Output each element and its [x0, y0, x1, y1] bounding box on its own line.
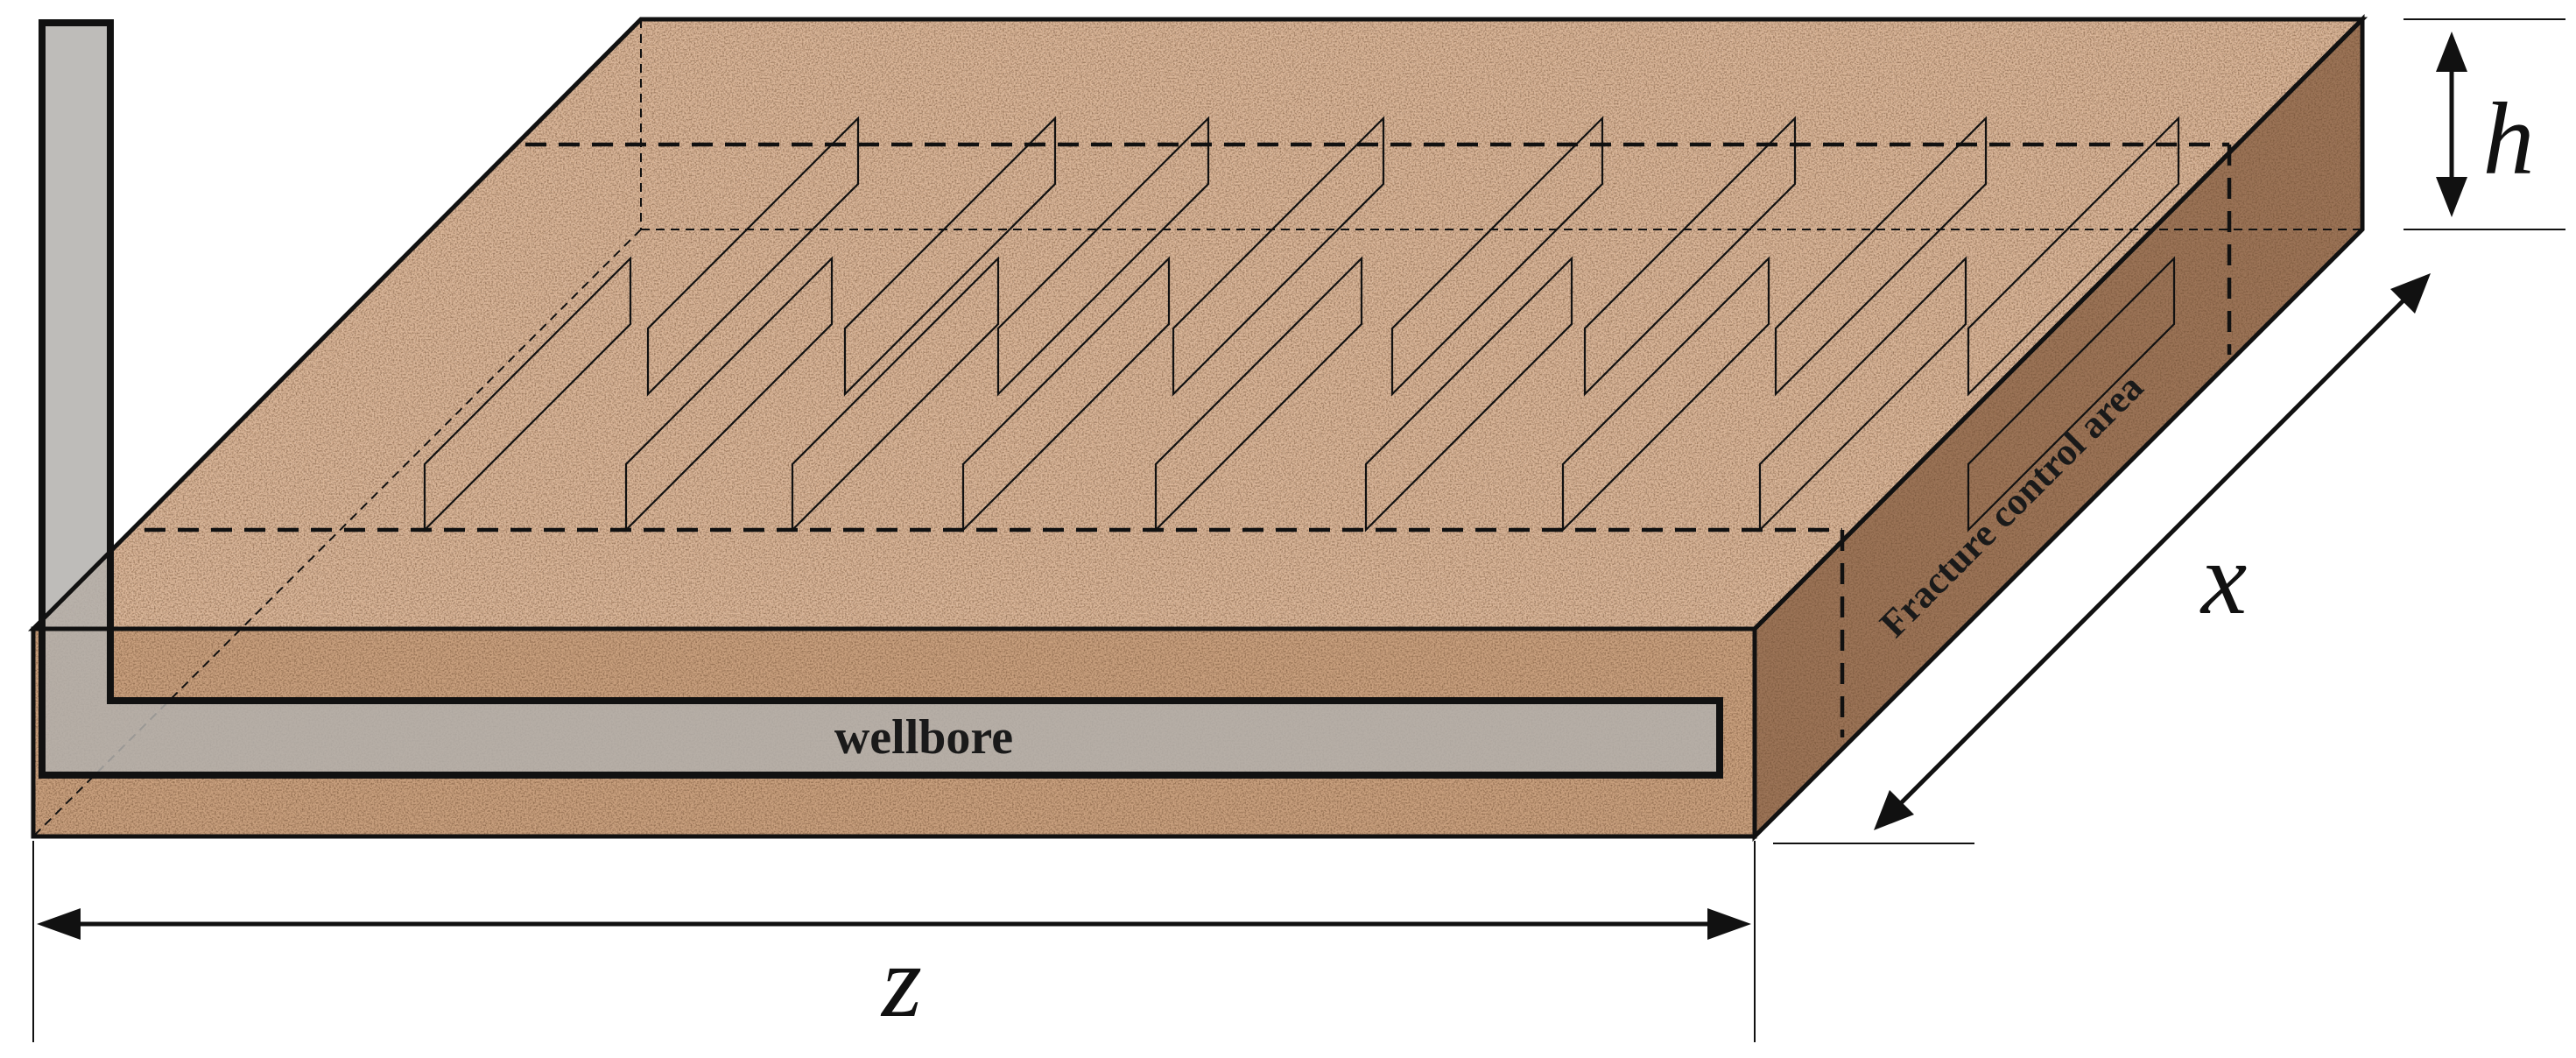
fracture-plane [624, 256, 834, 533]
fracture-plane [1390, 116, 1604, 397]
fracture-plane [423, 256, 632, 533]
fracture-plane [1967, 256, 2176, 533]
fracture-plane [1154, 256, 1363, 533]
fracture-plane [996, 116, 1210, 397]
height-dimension: h [2404, 18, 2565, 230]
fracture-plane [1967, 116, 2180, 397]
fracture-plane [961, 256, 1171, 533]
fracture-plane [1561, 256, 1770, 533]
length-dimension: z [32, 841, 1756, 1042]
width-label: x [2199, 521, 2247, 636]
fracture-plane [791, 256, 1000, 533]
wellbore-label: wellbore [834, 710, 1013, 765]
fracture-plane [1774, 116, 1988, 397]
fracture-plane [843, 116, 1057, 397]
height-label: h [2483, 81, 2535, 196]
wellbore [39, 19, 1723, 779]
fracture-control-boundary [144, 142, 2232, 737]
length-label: z [880, 924, 922, 1039]
fracture-plane [646, 116, 860, 397]
width-dimension: x [1773, 273, 2431, 844]
fracture-plane [1172, 116, 1385, 397]
rock-side-texture [1755, 19, 2362, 836]
block-edges [27, 13, 2368, 843]
wellbore-pipe [39, 19, 1723, 779]
rock-top-light [33, 19, 2362, 629]
fracture-planes [423, 116, 2180, 533]
fracture-plane [1583, 116, 1797, 397]
fracture-plane [1758, 256, 1967, 533]
fracture-plane [1364, 256, 1573, 533]
